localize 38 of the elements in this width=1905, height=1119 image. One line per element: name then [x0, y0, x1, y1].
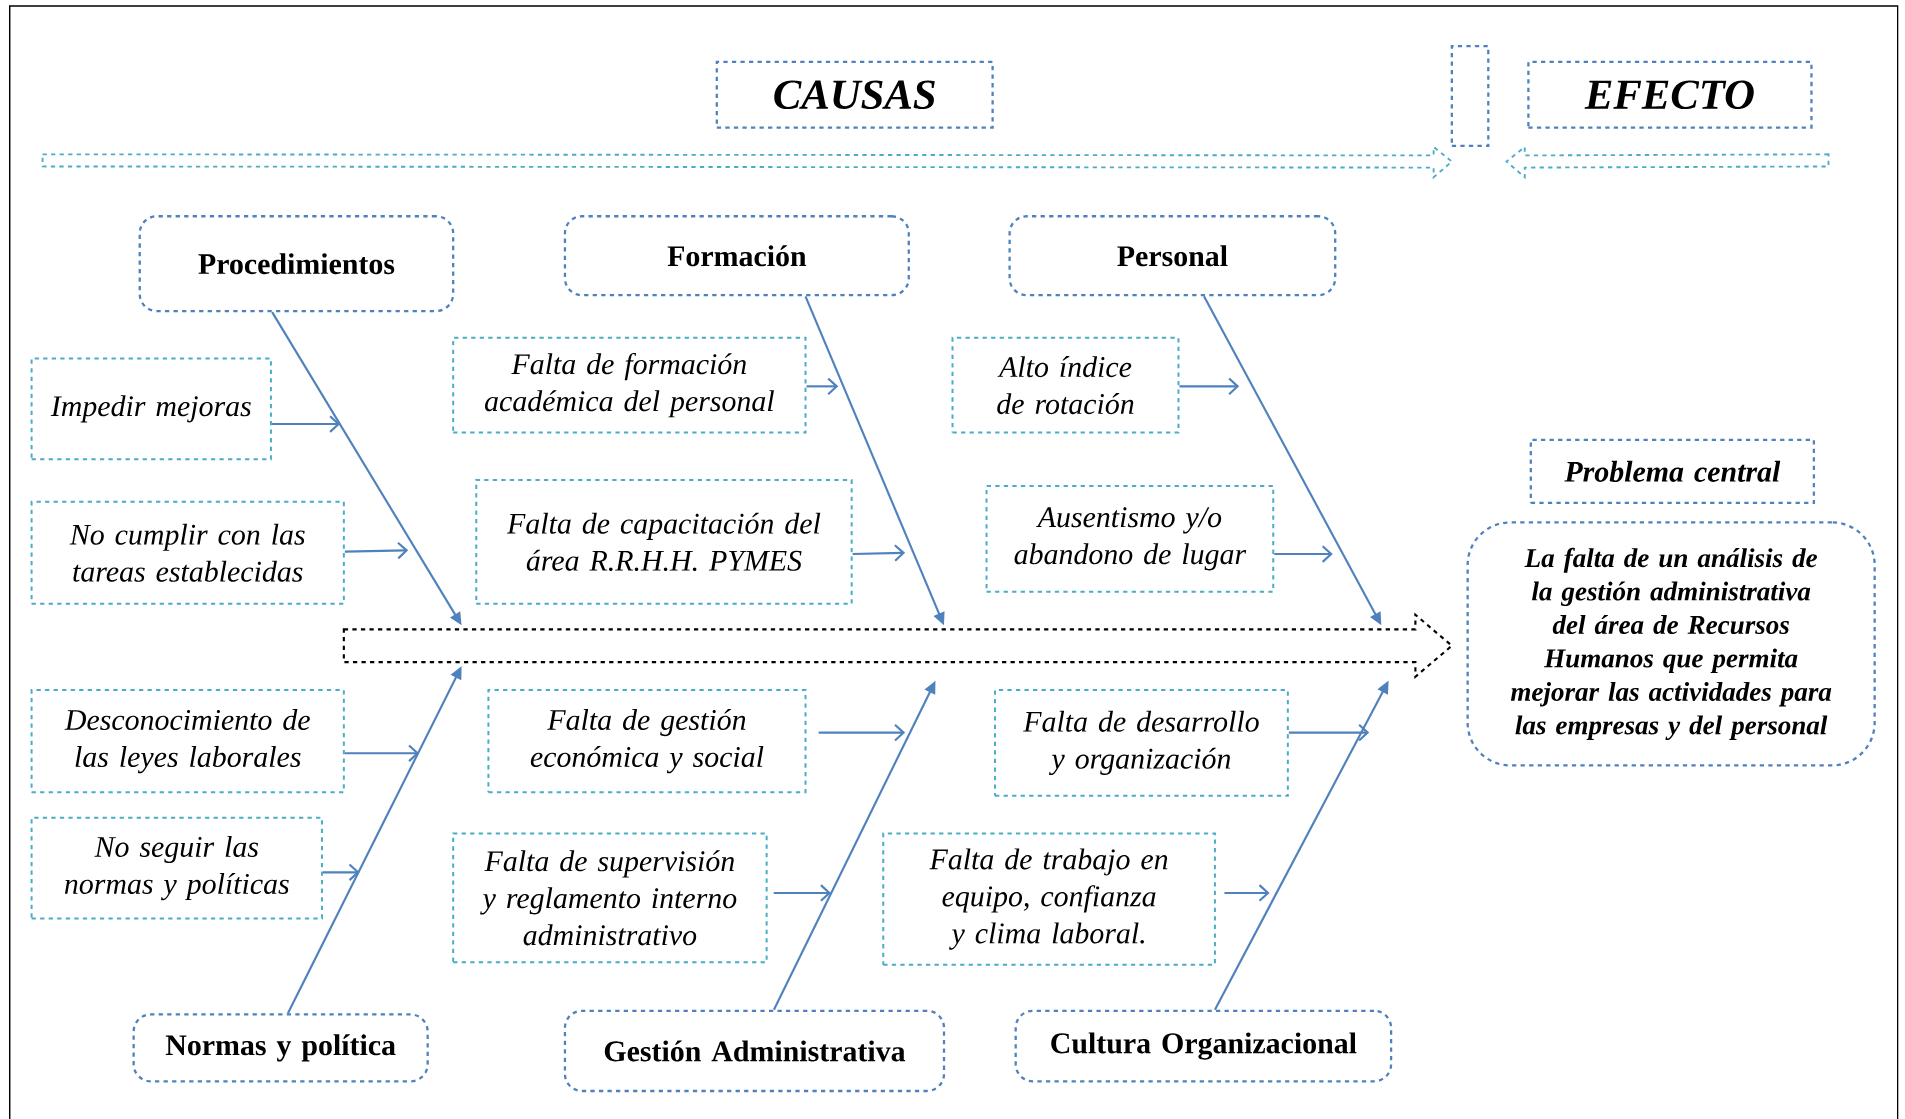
- empty-box: [1450, 45, 1490, 147]
- arrow: [1179, 377, 1240, 395]
- arrow: [1224, 884, 1270, 902]
- cause-box: Falta de trabajo en equipo, confianza y clima laboral.: [882, 832, 1216, 966]
- arrow: [344, 744, 420, 762]
- category-box: Procedimientos: [138, 215, 455, 313]
- cause-box: Desconocimiento de las leyes laborales: [30, 689, 345, 794]
- heading-box: EFECTO: [1527, 60, 1813, 129]
- cause-box: Falta de desarrollo y organización: [994, 689, 1289, 797]
- block-arrow: [1505, 145, 1830, 180]
- cause-box: No cumplir con las tareas establecidas: [30, 500, 345, 605]
- arrow: [322, 863, 360, 881]
- heading-box: Problema central: [1529, 438, 1816, 505]
- arrow: [271, 415, 341, 433]
- arrow: [1288, 724, 1370, 742]
- category-box: Formación: [563, 215, 910, 297]
- cause-box: Impedir mejoras: [30, 357, 272, 461]
- problem-box: La falta de un análisis de la gestión administrativa del área de Recursos Humanos que permita mejorar las actividades para las empresas y del personal: [1466, 521, 1876, 767]
- arrow: [344, 541, 409, 560]
- cause-box: Falta de formación académica del personal: [452, 336, 807, 434]
- arrow: [1274, 545, 1333, 563]
- cause-box: Falta de gestión económica y social: [487, 689, 807, 794]
- category-box: Normas y política: [132, 1013, 429, 1083]
- category-box: Personal: [1008, 215, 1337, 297]
- cause-box: Ausentismo y/o abandono de lugar: [985, 485, 1275, 593]
- cause-box: Alto índice de rotación: [951, 336, 1180, 434]
- arrow: [818, 724, 906, 742]
- block-arrow: [41, 145, 1454, 180]
- category-box: Gestión Administrativa: [563, 1009, 946, 1093]
- arrow: [773, 884, 832, 902]
- arrow: [806, 377, 839, 395]
- category-box: Cultura Organizacional: [1014, 1009, 1393, 1083]
- heading-box: CAUSAS: [715, 60, 994, 129]
- cause-box: No seguir las normas y políticas: [30, 816, 323, 920]
- spine-arrow: [342, 612, 1454, 680]
- arrow: [852, 544, 906, 562]
- cause-box: Falta de capacitación del área R.R.H.H. PYMES: [475, 478, 853, 605]
- cause-box: Falta de supervisión y reglamento interno administrativo: [452, 832, 768, 964]
